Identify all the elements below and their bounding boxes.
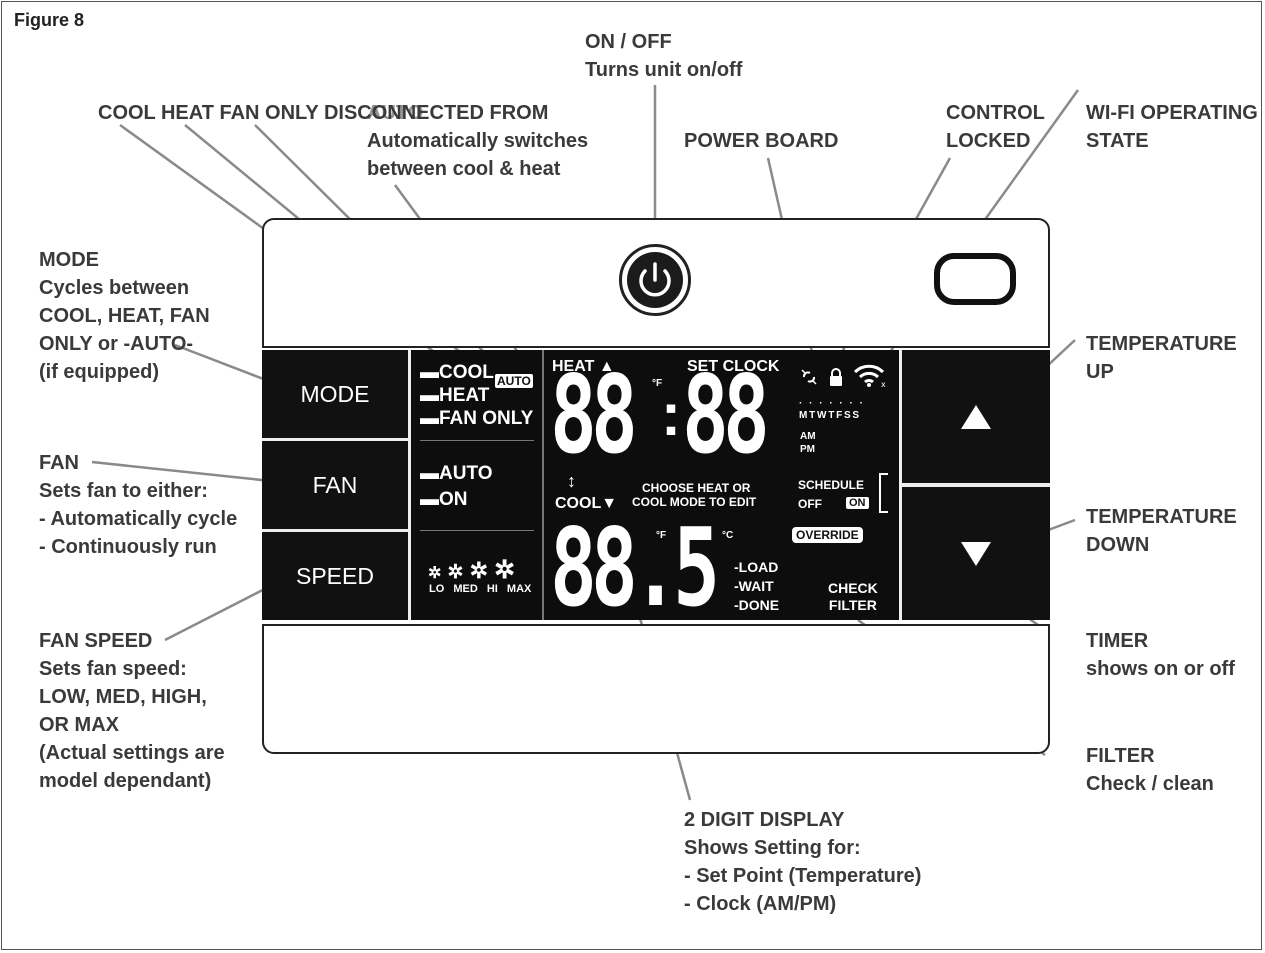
timer-status-list: -LOAD -WAIT -DONE [734, 558, 779, 615]
am-indicator: AM [800, 431, 816, 442]
power-icon [639, 262, 671, 297]
control-panel: MODE FAN SPEED ▬COOL ▬HEAT ▬FAN ONLY AUT… [262, 350, 1050, 631]
top-digits-right: 88 [682, 353, 770, 478]
schedule-off: OFF [798, 497, 822, 511]
power-board-icon [801, 369, 817, 385]
fan-mode-on: ▬ON [420, 489, 468, 510]
fan-mode-auto: ▬AUTO [420, 463, 493, 484]
weekdays: M T W T F S S [799, 410, 860, 421]
status-done: -DONE [734, 597, 780, 613]
power-button[interactable] [619, 244, 691, 316]
divider [420, 440, 534, 441]
set-clock-indicator: SET CLOCK [687, 358, 780, 375]
fan-speed-labels: LO MED HI MAX [429, 583, 532, 595]
mode-cool: ▬COOL [420, 362, 494, 383]
mode-fan-only: ▬FAN ONLY [420, 408, 534, 429]
mode-heat: ▬HEAT [420, 385, 490, 406]
fan-mode-list: ▬AUTO ▬ON [420, 461, 492, 513]
divider [262, 438, 408, 441]
callout-power-board: POWER BOARD [684, 130, 839, 152]
updown-arrow-icon: ↕ [567, 471, 576, 491]
status-wait: -WAIT [734, 578, 774, 594]
temp-up-button[interactable] [902, 350, 1050, 483]
status-load: -LOAD [734, 559, 779, 575]
fan-speed-icons: ✲ ✲ ✲ ✲ [428, 555, 515, 585]
pm-indicator: PM [800, 444, 815, 455]
lock-icon [830, 368, 842, 386]
deg-f-bottom: °F [656, 530, 667, 541]
callout-cool-heat: COOL HEAT FAN ONLY DISCONNECTED FROM [98, 102, 549, 124]
sensor-window [934, 253, 1016, 305]
choose-hint-line1: CHOOSE HEAT OR [642, 481, 751, 495]
svg-text:x: x [881, 380, 886, 388]
auto-badge: AUTO [495, 374, 533, 388]
choose-hint-line2: COOL MODE TO EDIT [632, 495, 757, 509]
setpoint-digits: 88.5 [550, 506, 720, 631]
divider [542, 350, 544, 620]
schedule-bracket [879, 473, 888, 513]
device-housing-bottom [262, 624, 1050, 754]
fan-max-icon: ✲ [494, 556, 516, 584]
deg-c-top: °C [732, 378, 744, 389]
divider [899, 350, 902, 620]
divider [408, 350, 411, 620]
fan-button[interactable]: FAN [262, 441, 408, 529]
deg-c-bottom: °C [722, 530, 734, 541]
cool-indicator: COOL▼ [555, 495, 618, 512]
override-badge: OVERRIDE [792, 527, 863, 543]
fan-hi-icon: ✲ [469, 558, 489, 583]
deg-f-top: °F [652, 378, 663, 389]
mode-button[interactable]: MODE [262, 350, 408, 438]
divider [262, 529, 408, 532]
heat-indicator: HEAT ▲ [552, 358, 615, 375]
wifi-icon: x [853, 364, 886, 388]
schedule-on: ON [846, 497, 869, 509]
fan-lo-icon: ✲ [428, 565, 442, 582]
temp-down-button[interactable] [902, 487, 1050, 620]
figure-label: Figure 8 [14, 10, 85, 30]
speed-button[interactable]: SPEED [262, 532, 408, 620]
temp-up-arrow-icon [961, 404, 991, 429]
divider [420, 530, 534, 531]
schedule-label: SCHEDULE [798, 478, 865, 492]
fan-med-icon: ✲ [447, 562, 464, 583]
clock-colon: : [661, 381, 681, 448]
temp-down-arrow-icon [961, 541, 991, 566]
day-dots: · · · · · · · [799, 398, 865, 409]
mode-list: ▬COOL ▬HEAT ▬FAN ONLY [420, 361, 533, 430]
divider [902, 483, 1050, 487]
top-digits-left: 88 [550, 353, 638, 478]
